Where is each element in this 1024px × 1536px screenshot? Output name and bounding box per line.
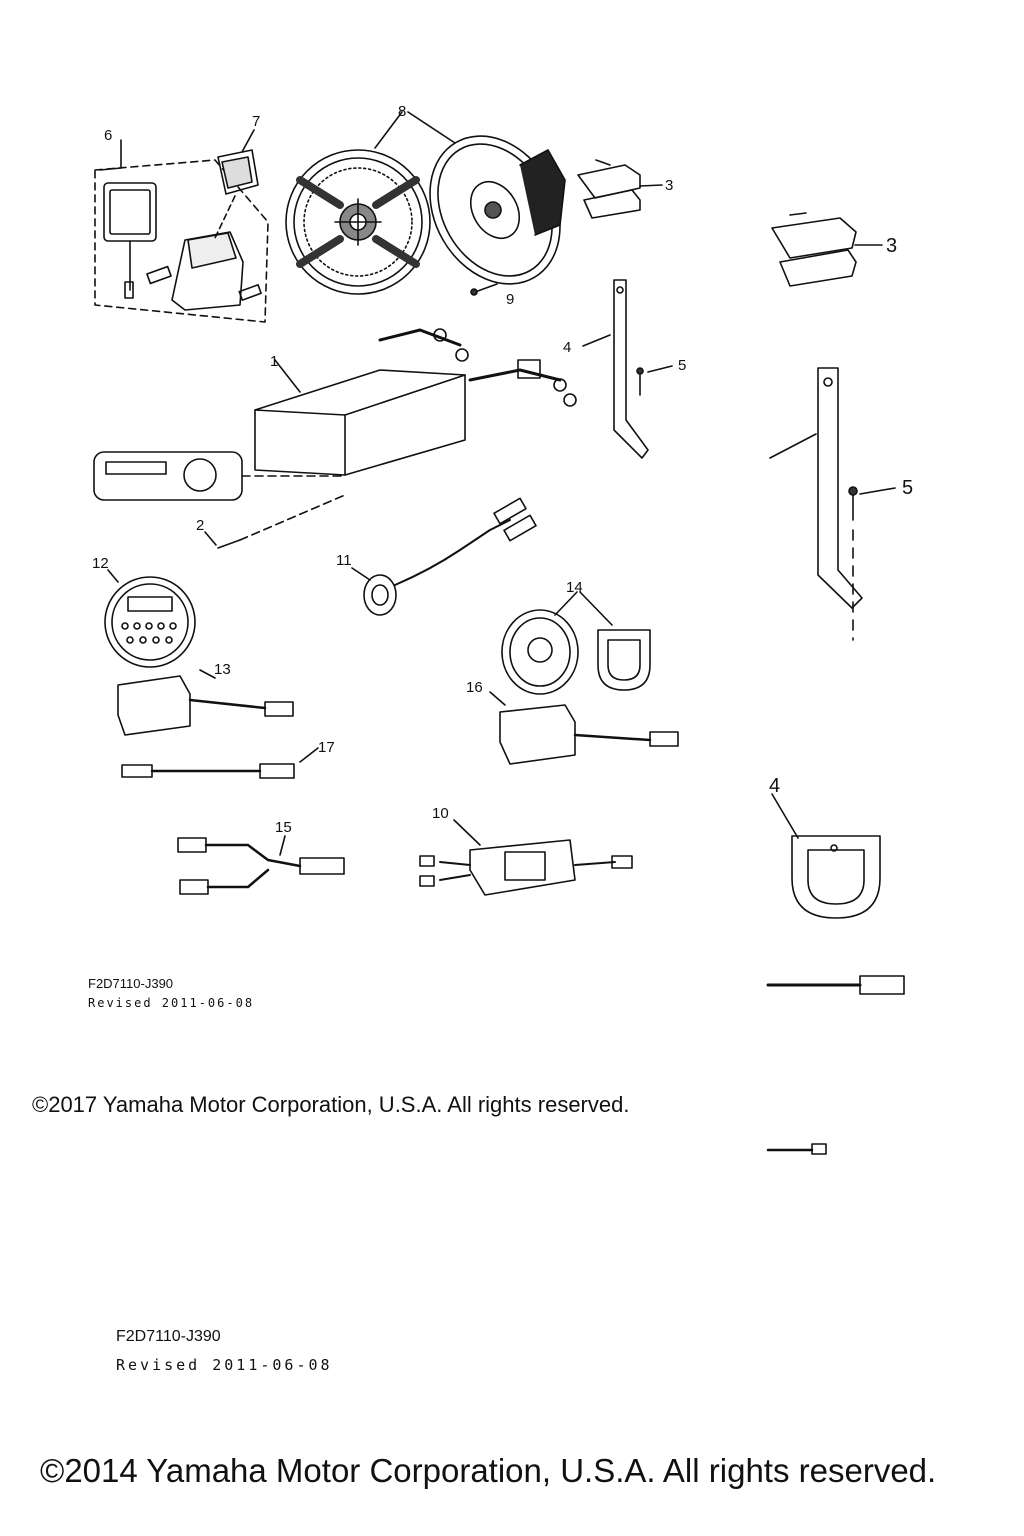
part-6-remote-kit bbox=[94, 139, 269, 323]
part-14-remote bbox=[501, 591, 651, 695]
part-13-module bbox=[117, 669, 294, 736]
part-12-round-display bbox=[104, 569, 196, 668]
part-17-cable bbox=[121, 747, 319, 779]
copyright-big: ©2014 Yamaha Motor Corporation, U.S.A. A… bbox=[40, 1452, 937, 1489]
part-3-harness-large bbox=[771, 212, 883, 287]
callout-4-large: 4 bbox=[769, 775, 781, 797]
callout-11: 11 bbox=[336, 552, 352, 569]
part-4-bracket-large bbox=[769, 367, 863, 609]
revised-date-small: Revised 2011-06-08 bbox=[88, 996, 255, 1010]
callout-12: 12 bbox=[92, 555, 109, 572]
callout-13: 13 bbox=[214, 661, 231, 678]
part-8-speaker-grille bbox=[285, 149, 431, 295]
diagram-code-small: F2D7110-J390 bbox=[88, 976, 174, 991]
part-5-screw-large bbox=[848, 486, 896, 641]
callout-2: 2 bbox=[196, 517, 205, 534]
callout-10: 10 bbox=[432, 805, 449, 822]
cable-right bbox=[766, 975, 905, 995]
part-8-speaker bbox=[374, 111, 566, 285]
copyright-small: ©2017 Yamaha Motor Corporation, U.S.A. A… bbox=[32, 1092, 630, 1117]
part-4-bracket bbox=[582, 279, 649, 459]
part-1-stereo-unit bbox=[93, 328, 577, 501]
callout-14: 14 bbox=[566, 579, 583, 596]
diagram-code-big: F2D7110-J390 bbox=[116, 1328, 221, 1345]
part-15-y-harness bbox=[177, 835, 345, 895]
callout-9: 9 bbox=[506, 291, 515, 308]
revised-date-big: Revised 2011-06-08 bbox=[116, 1356, 333, 1374]
callout-17: 17 bbox=[318, 739, 335, 756]
part-11-aux-input bbox=[351, 497, 537, 616]
callout-7: 7 bbox=[252, 113, 261, 130]
callout-3-large: 3 bbox=[886, 235, 898, 257]
part-9-screw bbox=[470, 283, 498, 296]
part-4-holder-large bbox=[771, 793, 881, 919]
part-10-junction bbox=[419, 819, 633, 896]
callout-16: 16 bbox=[466, 679, 483, 696]
callout-3-small: 3 bbox=[665, 177, 674, 194]
callout-15: 15 bbox=[275, 819, 292, 836]
lead-right bbox=[766, 1143, 827, 1155]
callout-8: 8 bbox=[398, 103, 407, 120]
part-16-module bbox=[489, 691, 679, 765]
callout-1: 1 bbox=[270, 353, 279, 370]
part-3-harness bbox=[577, 159, 663, 219]
part-2-screw bbox=[204, 494, 346, 549]
callout-6: 6 bbox=[104, 127, 113, 144]
callout-4-small: 4 bbox=[563, 339, 572, 356]
callout-5-large: 5 bbox=[902, 477, 914, 499]
part-7-cover bbox=[214, 129, 259, 239]
callout-5-small: 5 bbox=[678, 357, 687, 374]
part-5-screw bbox=[636, 365, 673, 396]
